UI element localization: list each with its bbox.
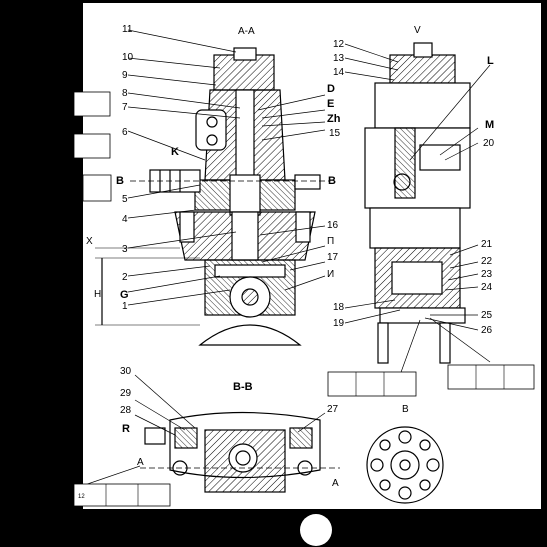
- tolerance-box-bottom-left: 12: [73, 483, 171, 507]
- left-leader-lines: [127, 29, 326, 306]
- part-12: 12: [333, 39, 345, 50]
- plotnost-title: Плотность: [34, 168, 63, 174]
- part-4: 4: [122, 214, 128, 225]
- zazor-2-title: Зазор: [40, 126, 57, 132]
- part-22: 22: [481, 256, 493, 267]
- part-9: 9: [122, 70, 128, 81]
- plotnost-limit: < 2: [50, 185, 60, 192]
- part-10: 10: [122, 52, 134, 63]
- svg-text:0,015: 0,015: [10, 107, 26, 113]
- label-R: R: [122, 423, 130, 435]
- bottom-left-value: 12: [78, 494, 85, 500]
- label-H: H: [94, 289, 101, 300]
- part-23: 23: [481, 269, 493, 280]
- bb-section-view: [140, 411, 340, 493]
- view-label-v: V: [414, 25, 421, 36]
- part-16: 16: [327, 220, 339, 231]
- part-15: 15: [329, 128, 341, 139]
- b-view: [366, 426, 444, 504]
- part-30: 30: [120, 366, 132, 377]
- part-13: 13: [333, 53, 345, 64]
- label-A-down: A: [332, 478, 339, 489]
- part-18: 18: [333, 302, 345, 313]
- part-8: 8: [122, 88, 128, 99]
- part-5: 5: [122, 194, 128, 205]
- label-A-up: A: [137, 457, 144, 468]
- svg-text:0,127: 0,127: [6, 150, 22, 156]
- label-E: E: [327, 98, 334, 110]
- page-corner-tab: [300, 514, 332, 546]
- zazor-1-limit: < 0,015: [38, 101, 59, 107]
- section-label-aa: А-А: [238, 26, 255, 37]
- tolerance-box-zazor-1: Зазор 0,006 0,015 < 0,015: [10, 82, 111, 117]
- tolerance-box-plotnost: Плотность 5 - 9 < 2: [10, 168, 112, 202]
- part-28: 28: [120, 405, 132, 416]
- label-P: П: [327, 236, 334, 247]
- part-17: 17: [327, 252, 339, 263]
- zazor-1-values: 0,006: [10, 98, 26, 104]
- label-K: K: [171, 146, 179, 158]
- label-M: M: [485, 119, 494, 131]
- label-X: X: [86, 236, 93, 247]
- label-D: D: [327, 83, 335, 95]
- section-label-b: В: [402, 404, 409, 415]
- label-Zh: Zh: [327, 113, 341, 125]
- part-26: 26: [481, 325, 493, 336]
- section-label-bb: В-В: [233, 381, 253, 393]
- part-11: 11: [122, 24, 133, 35]
- left-section-view: [95, 47, 330, 346]
- zazor-1-title: Зазор: [40, 82, 57, 88]
- part-24: 24: [481, 282, 493, 293]
- tolerance-box-zazor-2: Зазор 0,0325 0,127 < 0,127: [6, 126, 111, 159]
- tolerance-box-right-2: [447, 364, 535, 390]
- tolerance-box-right-1: [327, 371, 417, 397]
- plotnost-values: 5 - 9: [10, 185, 24, 192]
- part-25: 25: [481, 310, 493, 321]
- label-I: И: [327, 269, 334, 280]
- label-L: L: [487, 55, 494, 67]
- part-number-labels: 11 10 9 8 7 6 5 4 3 2 1 15 16 17 12 13 1…: [120, 24, 495, 416]
- zazor-2-limit: < 0,127: [38, 144, 59, 150]
- part-3: 3: [122, 244, 128, 255]
- svg-text:0,0325: 0,0325: [6, 141, 25, 147]
- label-G: G: [120, 289, 129, 301]
- label-B-right: В: [328, 175, 336, 187]
- part-6: 6: [122, 127, 128, 138]
- part-1: 1: [122, 301, 128, 312]
- part-7: 7: [122, 102, 128, 113]
- right-section-view: [364, 42, 471, 364]
- letter-labels: D E Zh K L M П И G R В В A A X H: [86, 55, 494, 489]
- part-14: 14: [333, 67, 345, 78]
- label-B-left: В: [116, 175, 124, 187]
- part-27: 27: [327, 404, 339, 415]
- part-2: 2: [122, 272, 128, 283]
- part-21: 21: [481, 239, 493, 250]
- part-20: 20: [483, 138, 495, 149]
- part-19: 19: [333, 318, 345, 329]
- part-29: 29: [120, 388, 132, 399]
- bb-leader-lines: [69, 374, 326, 491]
- right-leader-lines: [344, 43, 491, 376]
